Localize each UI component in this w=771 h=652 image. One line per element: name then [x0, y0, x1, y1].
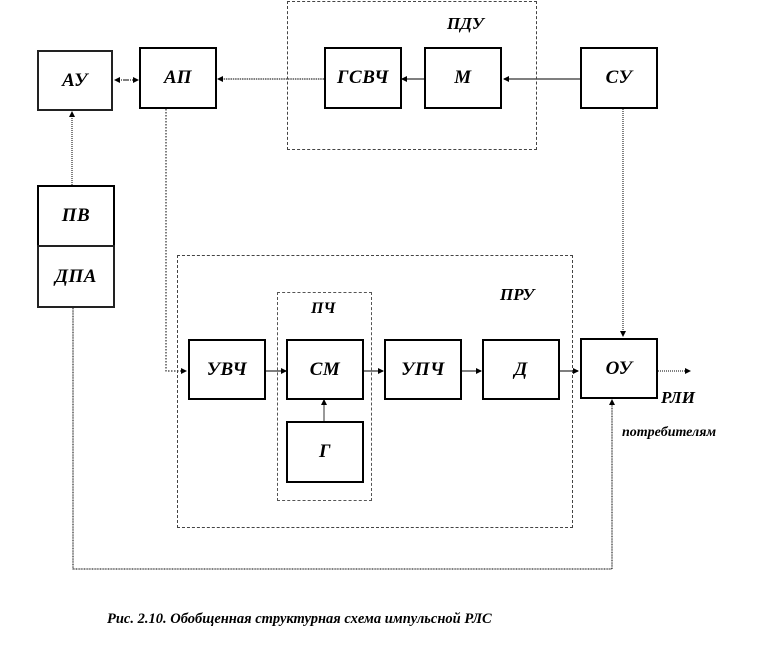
block-upch: УПЧ: [384, 339, 462, 400]
block-au-label: АУ: [62, 69, 88, 91]
block-m: М: [424, 47, 502, 109]
output-label-rli: РЛИ: [661, 388, 695, 407]
block-upch-label: УПЧ: [401, 358, 445, 380]
group-pdu-label: ПДУ: [447, 14, 484, 33]
block-sm-label: СМ: [309, 358, 341, 380]
block-m-label: М: [454, 67, 472, 88]
group-pdu: [287, 1, 537, 150]
group-pru: [177, 255, 573, 528]
block-gsvch: ГСВЧ: [324, 47, 402, 109]
block-uvch: УВЧ: [188, 339, 266, 400]
block-ap: АП: [139, 47, 217, 109]
block-gsvch-label: ГСВЧ: [337, 67, 389, 88]
arrow-dpa-to-ou: [72, 308, 615, 570]
block-dpa: ДПА: [37, 245, 115, 308]
output-label-consumers: потребителям: [622, 425, 717, 440]
block-g: Г: [286, 421, 364, 483]
block-d: Д: [482, 339, 560, 400]
arrow-ap-to-uvch: [165, 109, 187, 374]
block-au: АУ: [37, 50, 113, 111]
block-ou: ОУ: [580, 338, 658, 399]
block-sm: СМ: [286, 339, 364, 400]
block-pv: ПВ: [37, 185, 115, 247]
group-pru-label: ПРУ: [500, 285, 535, 304]
block-uvch-label: УВЧ: [206, 358, 248, 380]
block-dpa-label: ДПА: [55, 265, 97, 287]
block-su-label: СУ: [605, 67, 633, 88]
block-su: СУ: [580, 47, 658, 109]
block-pv-label: ПВ: [61, 205, 91, 226]
figure-caption: Рис. 2.10. Обобщенная структурная схема …: [107, 611, 492, 627]
block-d-label: Д: [514, 358, 528, 380]
block-ap-label: АП: [164, 67, 192, 88]
block-ou-label: ОУ: [605, 357, 633, 379]
block-g-label: Г: [319, 441, 331, 462]
group-pch-label: ПЧ: [311, 300, 336, 317]
group-pch: [277, 292, 372, 501]
